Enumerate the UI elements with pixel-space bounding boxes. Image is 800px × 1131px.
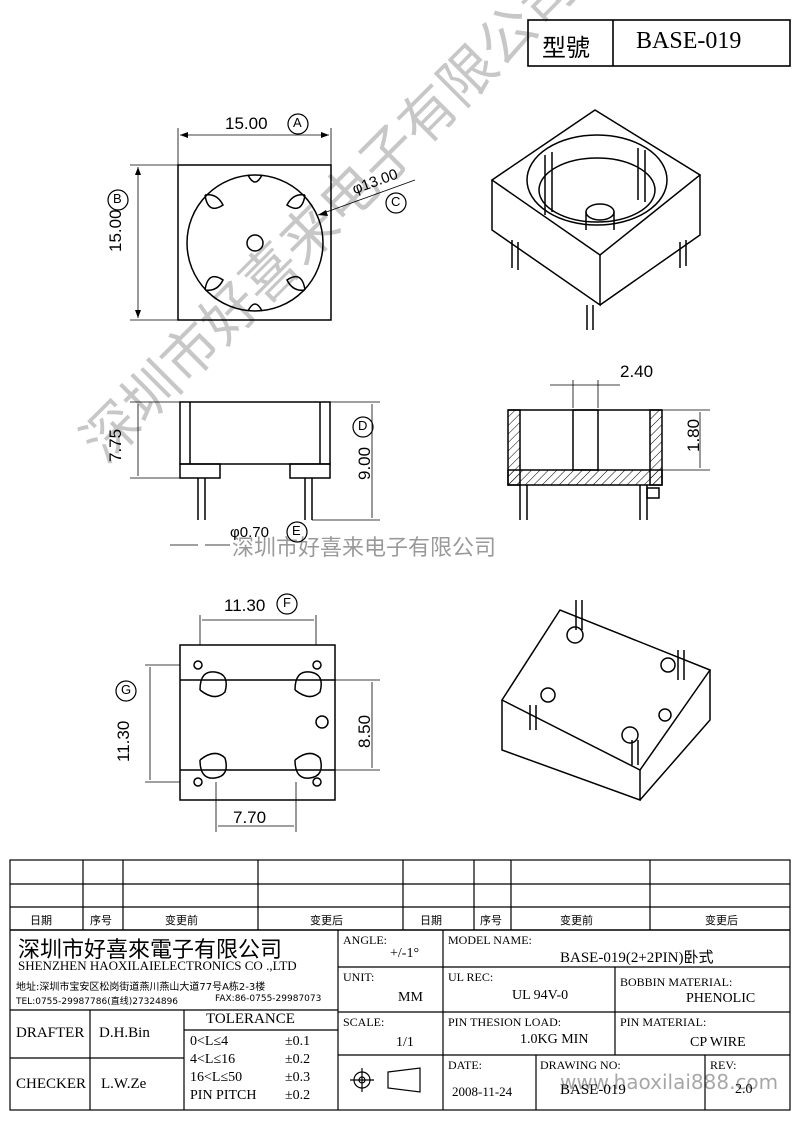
front-view <box>130 401 380 546</box>
company-fax: FAX:86-0755-29987073 <box>215 994 322 1004</box>
tolerance-value-1: ±0.1 <box>285 1034 311 1049</box>
dim-section-width: 2.40 <box>620 362 654 381</box>
angle-value: +/-1° <box>390 946 420 961</box>
rev-header-date-2: 日期 <box>420 914 442 927</box>
rev-label: REV: <box>710 1058 737 1072</box>
company-name-en: SHENZHEN HAOXILAIELECTRONICS CO .,LTD <box>18 958 297 973</box>
dim-top-width: 15.00 <box>225 114 268 133</box>
ul-value: UL 94V-0 <box>512 988 569 1003</box>
pin-load-label: PIN THESION LOAD: <box>448 1015 562 1029</box>
checker-label: CHECKER <box>16 1076 87 1092</box>
checker-value: L.W.Ze <box>101 1076 147 1092</box>
company-name-cn: 深圳市好喜來電子有限公司 <box>18 938 283 963</box>
company-address: 地址:深圳市宝安区松岗街道燕川燕山大道77号A栋2-3楼 <box>16 982 266 993</box>
isometric-view-bottom <box>500 600 712 802</box>
bottom-view <box>145 615 380 832</box>
tolerance-value-3: ±0.3 <box>285 1070 311 1085</box>
unit-label: UNIT: <box>343 970 375 984</box>
marker-e: E <box>292 523 301 538</box>
rev-header-before-1: 变更前 <box>165 914 198 927</box>
tolerance-range-2: 4<L≤16 <box>190 1052 236 1067</box>
tolerance-value-2: ±0.2 <box>285 1052 311 1067</box>
scale-value: 1/1 <box>396 1035 414 1050</box>
drafter-value: D.H.Bin <box>99 1025 150 1041</box>
pin-material-label: PIN MATERIAL: <box>620 1015 707 1029</box>
model-name-value: BASE-019(2+2PIN)卧式 <box>560 950 714 966</box>
marker-c: C <box>391 194 401 209</box>
tolerance-range-4: PIN PITCH <box>190 1088 257 1103</box>
bobbin-material-label: BOBBIN MATERIAL: <box>620 975 733 989</box>
ul-label: UL REC: <box>448 970 494 984</box>
marker-d: D <box>358 418 368 433</box>
rev-header-before-2: 变更前 <box>560 914 593 927</box>
model-value: BASE-019 <box>636 28 742 54</box>
rev-header-no-2: 序号 <box>480 914 502 927</box>
watermark-center: 深圳市好喜来电子有限公司 <box>232 536 497 561</box>
marker-b: B <box>113 191 122 206</box>
marker-g: G <box>121 682 132 697</box>
pin-material-value: CP WIRE <box>690 1035 746 1050</box>
tolerance-title: TOLERANCE <box>206 1011 295 1027</box>
rev-value: 2.0 <box>735 1082 753 1097</box>
model-title-box <box>527 19 791 67</box>
dim-top-height: 15.00 <box>106 209 125 252</box>
dim-section-height: 1.80 <box>684 418 703 452</box>
dim-bottom-height: 11.30 <box>114 720 133 762</box>
tolerance-range-3: 16<L≤50 <box>190 1070 243 1085</box>
tolerance-range-1: 0<L≤4 <box>190 1034 229 1049</box>
watermark-url: www.haoxilai888.com <box>560 1070 779 1094</box>
scale-label: SCALE: <box>343 1015 385 1029</box>
company-tel: TEL:0755-29987786(直线)27324896 <box>16 997 179 1007</box>
unit-value: MM <box>398 990 423 1005</box>
rev-header-date-1: 日期 <box>30 914 52 927</box>
pin-load-value: 1.0KG MIN <box>520 1032 589 1047</box>
marker-a: A <box>293 115 302 130</box>
dim-bottom-inner: 8.50 <box>355 714 374 748</box>
rev-header-no-1: 序号 <box>90 914 112 927</box>
projection-symbol-icon <box>350 1067 421 1093</box>
bobbin-material-value: PHENOLIC <box>686 991 756 1006</box>
model-label: 型號 <box>542 34 590 62</box>
dim-bottom-width: 11.30 <box>224 596 266 615</box>
drawing-no-label: DRAWING NO: <box>540 1058 621 1072</box>
dim-bottom-pitch: 7.70 <box>233 808 267 827</box>
isometric-view-top <box>490 109 702 330</box>
angle-label: ANGLE: <box>343 933 387 947</box>
dim-total-height: 9.00 <box>355 446 374 480</box>
top-view <box>130 128 416 321</box>
date-value: 2008-11-24 <box>452 1084 513 1099</box>
dim-front-height: 7.75 <box>106 428 125 462</box>
date-label: DATE: <box>448 1058 482 1072</box>
drafter-label: DRAFTER <box>16 1025 85 1041</box>
dim-pin-dia: φ0.70 <box>230 524 269 541</box>
section-view <box>507 380 710 520</box>
title-block-grid <box>9 859 791 1111</box>
marker-f: F <box>283 595 291 610</box>
rev-header-after-2: 变更后 <box>705 914 738 927</box>
tolerance-value-4: ±0.2 <box>285 1088 311 1103</box>
model-name-label: MODEL NAME: <box>448 933 532 947</box>
rev-header-after-1: 变更后 <box>310 914 343 927</box>
drawing-no-value: BASE-019 <box>560 1082 626 1098</box>
marker-circles <box>107 113 407 702</box>
